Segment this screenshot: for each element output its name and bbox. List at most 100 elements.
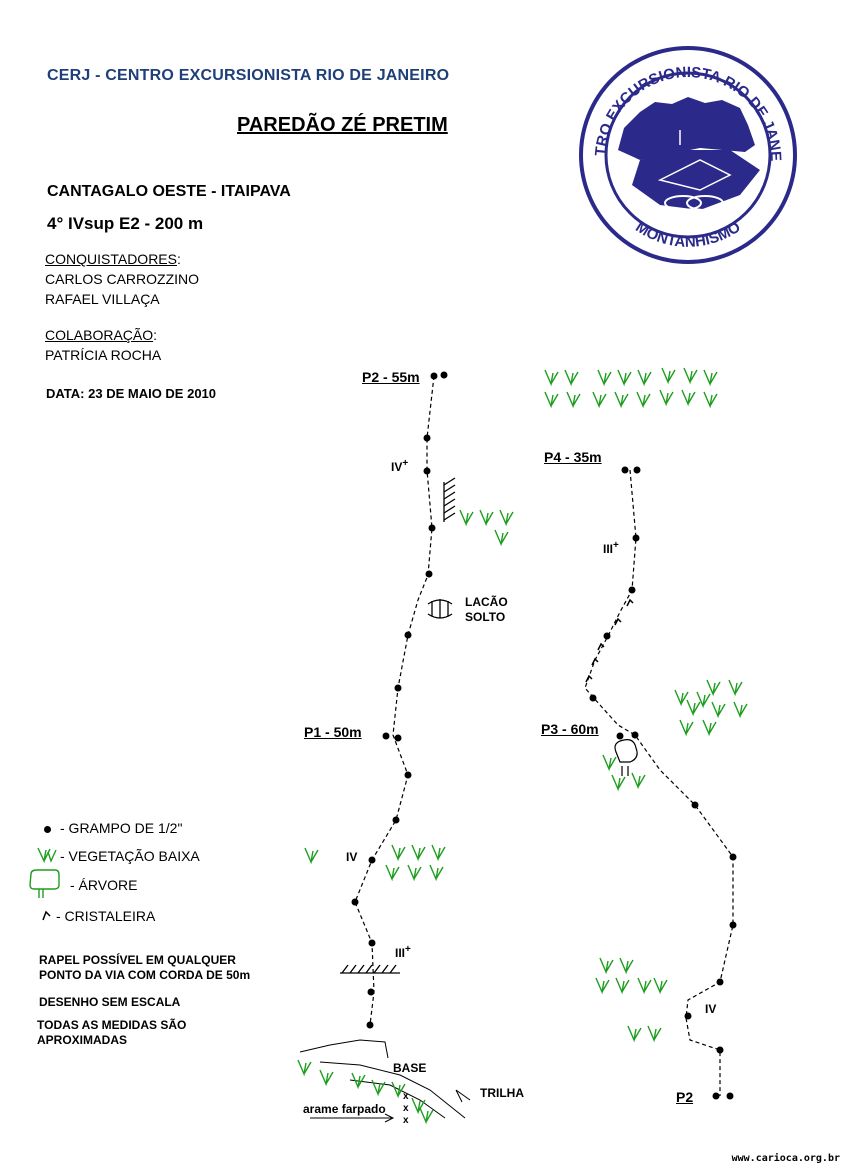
lacao-icon xyxy=(427,599,453,619)
vegetation-tuft xyxy=(627,1025,642,1043)
bolt xyxy=(425,570,433,578)
cerj-logo: CENTRO EXCURSIONISTA RIO DE JANEIRO MONT… xyxy=(0,0,797,264)
vegetation-tuft xyxy=(683,367,698,385)
conquistadores-label: CONQUISTADORES xyxy=(45,251,177,267)
vegetation-tuft xyxy=(614,391,629,409)
bolt xyxy=(368,856,376,864)
bolt xyxy=(716,978,724,986)
vegetation-tuft xyxy=(431,844,446,862)
bolt xyxy=(684,1012,692,1020)
vegetation-tuft xyxy=(647,1025,662,1043)
vegetation-tuft xyxy=(564,369,579,387)
grade-iii-plus-high: III+ xyxy=(603,540,619,556)
conquistador-name: CARLOS CARROZZINO xyxy=(45,271,200,287)
vegetation-tuft xyxy=(319,1069,334,1087)
vegetation-tuft xyxy=(499,509,514,527)
vegetation-tuft xyxy=(297,1059,312,1077)
website-footer: www.carioca.org.br xyxy=(731,1153,840,1164)
base-terrain xyxy=(299,1039,471,1123)
vegetation-tuft xyxy=(674,689,689,707)
bolt xyxy=(394,684,402,692)
route-date: DATA: 23 DE MAIO DE 2010 xyxy=(46,386,217,401)
vegetation-tuft xyxy=(653,977,668,995)
arame-label: arame farpado xyxy=(303,1102,386,1116)
colaborador-name: PATRÍCIA ROCHA xyxy=(45,347,162,363)
bolt xyxy=(616,732,624,740)
vegetation-group xyxy=(297,367,748,1125)
note-escala: DESENHO SEM ESCALA xyxy=(39,995,181,1009)
vegetation-tuft xyxy=(494,529,509,547)
vegetation-tuft xyxy=(602,754,617,772)
belay-p2-label: P2 - 55m xyxy=(362,369,420,385)
vegetation-tuft xyxy=(459,509,474,527)
bolt xyxy=(726,1092,734,1100)
vegetation-tuft xyxy=(637,369,652,387)
bolt xyxy=(423,434,431,442)
vegetation-tuft xyxy=(637,977,652,995)
vegetation-tuft xyxy=(597,369,612,387)
route-title: PAREDÃO ZÉ PRETIM xyxy=(237,114,448,136)
vegetation-tuft xyxy=(733,701,748,719)
vegetation-tuft xyxy=(703,369,718,387)
vegetation-tuft xyxy=(703,391,718,409)
colaboracao-label: COLABORAÇÃO xyxy=(45,327,154,343)
conquistadores-block: CONQUISTADORES: CARLOS CARROZZINO RAFAEL… xyxy=(45,251,200,307)
bolt xyxy=(589,694,597,702)
bolt xyxy=(404,631,412,639)
belay-p2-bottom-label: P2 xyxy=(676,1089,694,1105)
legend-bolt-icon xyxy=(44,826,51,833)
vegetation-tuft xyxy=(636,391,651,409)
bolt xyxy=(621,466,629,474)
base-label: BASE xyxy=(393,1061,427,1075)
trilha-label: TRILHA xyxy=(480,1086,524,1100)
bolt xyxy=(691,801,699,809)
colaboracao-block: COLABORAÇÃO: PATRÍCIA ROCHA xyxy=(45,327,162,363)
vegetation-tuft xyxy=(479,509,494,527)
bolt xyxy=(712,1092,720,1100)
vegetation-tuft xyxy=(661,367,676,385)
grade-iv-right: IV xyxy=(705,1002,717,1016)
bolt xyxy=(440,371,448,379)
bolt xyxy=(423,467,431,475)
vegetation-tuft xyxy=(566,391,581,409)
vegetation-tuft xyxy=(599,957,614,975)
vegetation-tuft xyxy=(429,864,444,882)
legend-arvore: - ÁRVORE xyxy=(70,877,138,893)
bolts-right xyxy=(589,466,737,1100)
bolt xyxy=(428,524,436,532)
vegetation-tuft xyxy=(631,772,646,790)
vegetation-tuft xyxy=(617,369,632,387)
bolt xyxy=(367,988,375,996)
grade-iii-plus-low: III+ xyxy=(395,944,411,960)
bolt xyxy=(633,466,641,474)
bolt xyxy=(430,372,438,380)
vegetation-tuft xyxy=(411,844,426,862)
bolts-left xyxy=(351,371,448,1029)
org-name: CERJ - CENTRO EXCURSIONISTA RIO DE JANEI… xyxy=(47,67,450,84)
bolt xyxy=(729,853,737,861)
bolt xyxy=(366,1021,374,1029)
vegetation-tuft xyxy=(679,719,694,737)
vegetation-tuft xyxy=(619,957,634,975)
vegetation-tuft xyxy=(407,864,422,882)
vegetation-tuft xyxy=(391,1081,406,1099)
legend-cristaleira-icon xyxy=(42,910,51,921)
route-location: CANTAGALO OESTE - ITAIPAVA xyxy=(47,183,291,200)
vegetation-tuft xyxy=(371,1079,386,1097)
belay-p1-label: P1 - 50m xyxy=(304,724,362,740)
vegetation-tuft xyxy=(351,1072,366,1090)
vegetation-tuft xyxy=(711,701,726,719)
legend-vegetation-icon xyxy=(37,847,57,864)
grade-iv-low: IV xyxy=(346,850,358,864)
legend-vegetacao: - VEGETAÇÃO BAIXA xyxy=(60,848,200,864)
route-line-left xyxy=(354,375,435,1026)
vegetation-tuft xyxy=(544,391,559,409)
vegetation-tuft xyxy=(411,1097,426,1115)
bolt xyxy=(716,1046,724,1054)
bolt xyxy=(382,732,390,740)
cristaleira-marks xyxy=(585,598,634,683)
vegetation-tuft xyxy=(615,977,630,995)
